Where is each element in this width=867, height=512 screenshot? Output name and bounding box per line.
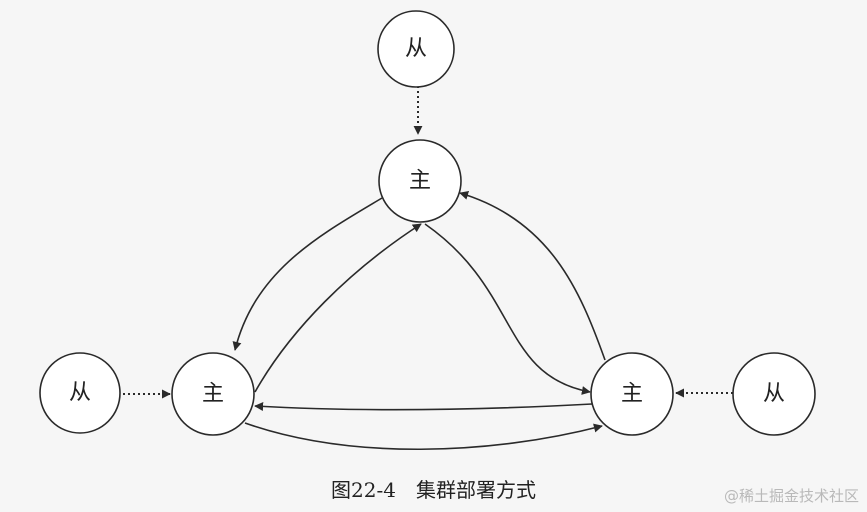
figure-caption: 图22-4 集群部署方式 xyxy=(331,478,536,502)
edge-master-right-to-master-left xyxy=(254,401,593,411)
watermark: @稀土掘金技术社区 xyxy=(723,487,859,505)
node-master-right: 主 xyxy=(590,352,674,436)
node-master-top: 主 xyxy=(378,139,462,223)
cluster-diagram: 从 主 主 主 从 从 xyxy=(39,10,816,451)
node-master-top-label: 主 xyxy=(409,169,431,194)
node-master-right-label: 主 xyxy=(621,382,643,407)
node-slave-right-label: 从 xyxy=(763,382,785,407)
node-master-left-label: 主 xyxy=(202,382,224,407)
edge-master-top-to-master-left xyxy=(232,197,383,351)
node-slave-top: 从 xyxy=(377,10,455,88)
node-slave-left-label: 从 xyxy=(69,381,91,406)
node-master-left: 主 xyxy=(171,352,255,436)
node-slave-top-label: 从 xyxy=(405,37,427,62)
edge-master-left-to-master-top xyxy=(254,223,422,393)
edge-master-left-to-master-right xyxy=(244,422,603,451)
edge-master-right-to-master-top xyxy=(459,191,606,361)
edge-master-top-to-master-right xyxy=(424,223,591,395)
node-slave-left: 从 xyxy=(39,352,121,434)
node-slave-right: 从 xyxy=(732,352,816,436)
